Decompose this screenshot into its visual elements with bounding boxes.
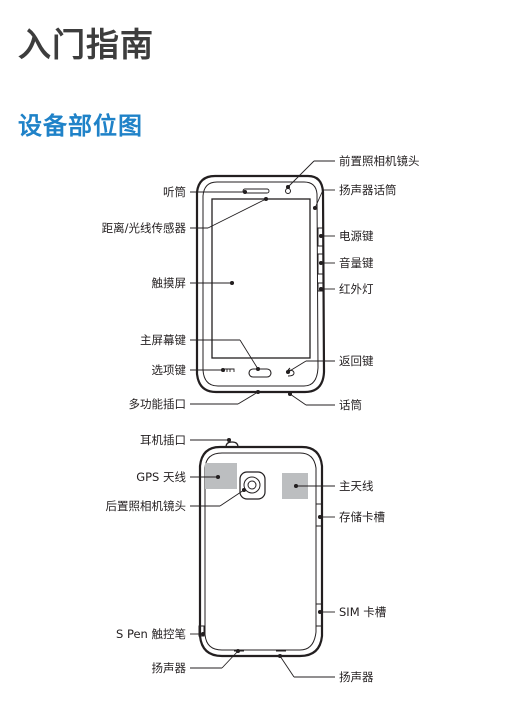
speaker-right-label: 扬声器: [339, 670, 374, 684]
main-antenna-label: 主天线: [339, 479, 374, 493]
speaker-mic-label: 扬声器话筒: [339, 183, 397, 197]
back-key-label: 返回键: [339, 354, 374, 368]
front-leader-lines: [190, 160, 335, 406]
front-camera-label: 前置照相机镜头: [339, 154, 420, 168]
front-device-illustration: [195, 174, 326, 394]
menu-key-label: 选项键: [151, 363, 187, 377]
ir-led-label: 红外灯: [339, 282, 374, 296]
section-title: 设备部位图: [18, 112, 143, 140]
earpiece-label: 听筒: [163, 185, 186, 199]
volume-key-label: 音量键: [339, 256, 374, 270]
back-leader-lines: [190, 437, 335, 678]
speaker-left-label: 扬声器: [151, 661, 187, 675]
mic-label: 话筒: [339, 398, 362, 412]
touchscreen-label: 触摸屏: [151, 276, 187, 290]
page-title: 入门指南: [18, 25, 154, 64]
s-pen-label: S Pen 触控笔: [116, 627, 186, 641]
rear-camera-label: 后置照相机镜头: [105, 499, 187, 513]
gps-antenna-patch: [205, 463, 237, 489]
menu-key-glyph: [223, 368, 235, 372]
home-key-label: 主屏幕键: [140, 333, 186, 347]
memory-card-slot-label: 存储卡槽: [339, 510, 385, 524]
sensor-label: 距离/光线传感器: [101, 221, 186, 235]
gps-antenna-label: GPS 天线: [136, 470, 186, 484]
power-key-label: 电源键: [339, 229, 374, 243]
headset-jack-label: 耳机插口: [140, 433, 186, 447]
multipurpose-jack-label: 多功能插口: [128, 397, 187, 411]
sim-card-slot-label: SIM 卡槽: [339, 605, 387, 619]
back-device-illustration: [198, 441, 324, 658]
